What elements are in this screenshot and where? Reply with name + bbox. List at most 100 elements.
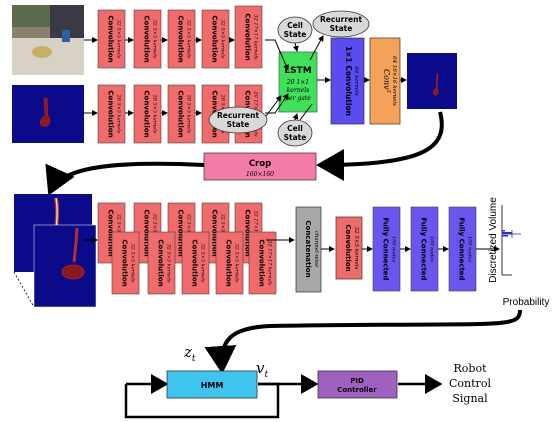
conv1x1-title: 1×1 Convolution	[344, 46, 353, 116]
recurrent-state-bottom-l1: Recurrent	[217, 111, 259, 120]
conv-bottom-b-2-title: Convolution	[157, 239, 165, 286]
conv-bottom-b-2-sub: 32 5×5 kernels	[166, 244, 172, 283]
hmm-label: HMM	[201, 381, 224, 390]
conv-transpose-block: ConvT 64 16×16 kernels	[369, 37, 401, 125]
conv-bottom-a-5-title: Convolution	[244, 209, 252, 256]
robot-line1: Robot	[454, 362, 488, 375]
conv-bottom-a-2-title: Convolution	[143, 209, 151, 256]
pid-block: PID Controller	[317, 370, 398, 399]
conv-bottom-b-5-sub: 32 17×17 kernels	[267, 240, 273, 286]
conv-top-a-5-title: Convolution	[244, 13, 252, 60]
fully-connected-2-sub: 100 nodes	[429, 236, 435, 263]
conv-top-a-5-sub: 32 17×17 kernels	[253, 14, 259, 60]
crop-sub: 160×160	[246, 171, 274, 178]
cell-state-bottom: Cell State	[277, 119, 313, 147]
input-photo	[12, 5, 84, 75]
conv-bottom-b-3-title: Convolution	[191, 239, 199, 286]
conv-after-concat: Convolution 32 5×5 kernels	[335, 216, 363, 280]
pid-label-1: PID	[350, 377, 364, 385]
conv-after-title: Convolution	[344, 224, 352, 271]
conv-bottom-b-3-sub: 32 5×5 kernels	[200, 244, 206, 283]
crop-block: Crop 160×160	[203, 152, 317, 181]
input-segmentation	[12, 85, 84, 143]
axis-x-label: Probability	[503, 297, 550, 308]
recurrent-state-top: Recurrent State	[312, 10, 370, 38]
hmm-block: HMM	[166, 370, 258, 399]
conv-bottom-b-1-title: Convolution	[121, 239, 129, 286]
pid-label-2: Controller	[337, 386, 377, 394]
conv-after-sub: 32 5×5 kernels	[353, 227, 359, 270]
conv-bottom-a-3-title: Convolution	[177, 209, 185, 256]
z-t-label: zt	[183, 343, 196, 364]
recurrent-state-bottom-l2: State	[227, 120, 250, 129]
probability-plot: Discretized Volume Probability	[488, 197, 549, 308]
v-t-label: vt	[256, 359, 268, 380]
conv-top-a-1-sub: 32 5×5 kernels	[116, 20, 122, 59]
cell-state-bottom-l1: Cell	[287, 124, 303, 133]
cell-state-top-l2: State	[284, 30, 307, 39]
lstm-block: LSTM 20 1×1 kernels per gate	[278, 51, 318, 113]
crop-title: Crop	[249, 159, 271, 169]
conv-bottom-b-4-title: Convolution	[225, 239, 233, 286]
conv-top-a-4-title: Convolution	[211, 15, 219, 62]
conv-bottom-b-1-sub: 32 5×5 kernels	[130, 244, 136, 283]
conv-top-a-4-sub: 32 5×5 kernels	[220, 20, 226, 59]
convT-title: ConvT	[382, 69, 391, 94]
cell-state-bottom-l2: State	[284, 133, 307, 142]
conv-top-b-3-title: Convolution	[177, 90, 185, 137]
robot-line2: Control	[449, 377, 491, 390]
concat-title: Concatenation	[304, 220, 312, 277]
fully-connected-1-title: Fully Connected	[382, 217, 390, 280]
lstm-line3: per gate	[285, 95, 311, 102]
cell-state-top-l1: Cell	[287, 21, 303, 30]
conv-top-a-3-title: Convolution	[177, 15, 185, 62]
fully-connected-3-sub: 100 nodes	[467, 236, 473, 263]
conv-bottom-a-4-title: Convolution	[211, 209, 219, 256]
conv-bottom-b-4-sub: 32 5×5 kernels	[234, 244, 240, 283]
lstm-title: LSTM	[284, 66, 311, 76]
conv-top-b-1-sub: 20 5×5 kernels	[116, 94, 122, 134]
conv-top-a-3-sub: 32 5×5 kernels	[186, 20, 192, 59]
concatenation-block: Concatenation channel-wise	[295, 206, 322, 293]
arrow-to-crop	[316, 111, 444, 181]
conv-top-b-1-title: Convolution	[107, 90, 115, 137]
conv-top-a-2-title: Convolution	[143, 15, 151, 62]
arrow-to-hmm	[204, 309, 522, 374]
recurrent-state-bottom: Recurrent State	[208, 106, 268, 134]
control-loop	[124, 374, 443, 419]
lstm-line1: 20 1×1	[286, 79, 309, 86]
axis-y-label: Discretized Volume	[488, 197, 499, 283]
convT-sub: 64 16×16 kernels	[391, 56, 397, 106]
conv-top-b-2-sub: 20 5×5 kernels	[152, 94, 158, 134]
conv1x1-sub: 64 kernels	[353, 66, 359, 96]
arrow-from-crop	[45, 161, 205, 196]
cropped-inputs	[13, 194, 97, 308]
conv-bottom-a-1-title: Convolution	[107, 209, 115, 256]
fully-connected-1-sub: 100 nodes	[391, 236, 397, 263]
cell-state-top: Cell State	[277, 16, 313, 44]
output-map-top	[407, 53, 457, 109]
recurrent-state-top-l2: State	[330, 24, 353, 33]
conv-bottom-b-5-title: Convolution	[258, 239, 266, 286]
concat-sub: channel-wise	[313, 231, 319, 268]
conv-top-a-1-title: Convolution	[107, 15, 115, 62]
fully-connected-2-title: Fully Connected	[420, 217, 428, 280]
lstm-line2: kernels	[287, 87, 309, 94]
